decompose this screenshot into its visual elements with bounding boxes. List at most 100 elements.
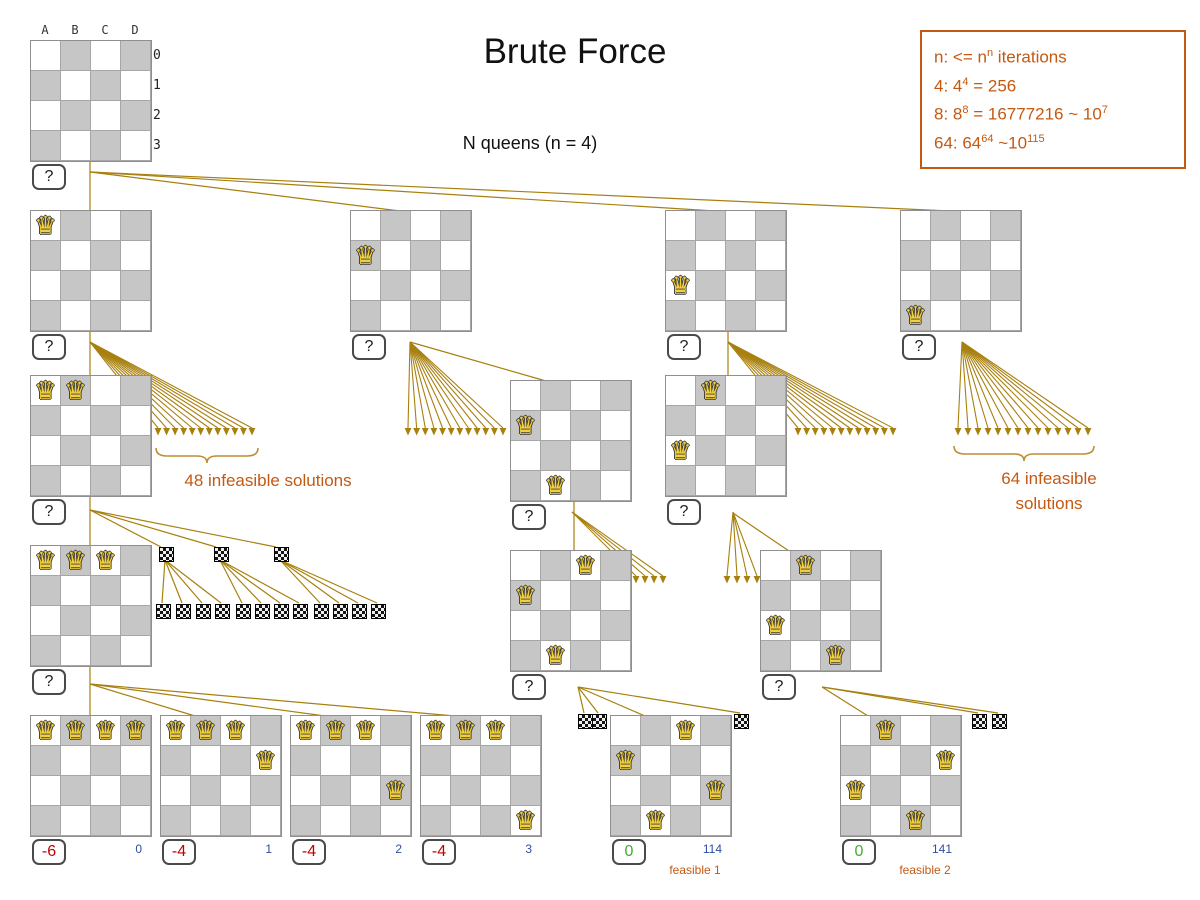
board-cell bbox=[851, 581, 881, 611]
board-cell bbox=[451, 776, 481, 806]
board-cell bbox=[666, 241, 696, 271]
board-cell bbox=[666, 406, 696, 436]
pruned-board-icon bbox=[734, 714, 749, 729]
feasible-label: feasible 1 bbox=[669, 863, 721, 877]
pruned-branch-arrowhead bbox=[154, 428, 162, 436]
board-cell bbox=[251, 716, 281, 746]
board-cell bbox=[121, 211, 151, 241]
board-cell: ♛ bbox=[381, 776, 411, 806]
board-cell bbox=[61, 776, 91, 806]
board-cell bbox=[761, 581, 791, 611]
queen-icon: ♛ bbox=[904, 301, 927, 330]
board-cell bbox=[91, 241, 121, 271]
board-cell bbox=[91, 131, 121, 161]
board-cell bbox=[696, 271, 726, 301]
pruned-branch-line bbox=[961, 341, 969, 429]
board-cell bbox=[121, 241, 151, 271]
pruned-branch-arrowhead bbox=[837, 428, 845, 436]
board-cell bbox=[571, 381, 601, 411]
chessboard-leaf-2: ♛♛♛♛ bbox=[290, 715, 412, 837]
pruned-branch-line bbox=[409, 341, 478, 429]
pruned-branch-arrowhead bbox=[499, 428, 507, 436]
board-cell bbox=[161, 746, 191, 776]
queen-icon: ♛ bbox=[34, 211, 57, 240]
pruned-board-icon bbox=[371, 604, 386, 619]
page-subtitle: N queens (n = 4) bbox=[462, 133, 598, 153]
board-cell bbox=[871, 806, 901, 836]
pruned-board-icon bbox=[274, 604, 289, 619]
board-cell bbox=[31, 746, 61, 776]
queen-icon: ♛ bbox=[384, 776, 407, 805]
pruned-branch-arrowhead bbox=[482, 428, 490, 436]
tree-edge bbox=[164, 559, 222, 604]
solution-index: 1 bbox=[265, 842, 272, 856]
board-cell bbox=[511, 611, 541, 641]
board-cell bbox=[351, 776, 381, 806]
board-cell bbox=[791, 581, 821, 611]
board-cell bbox=[961, 241, 991, 271]
board-cell bbox=[756, 436, 786, 466]
column-label: A bbox=[41, 23, 49, 37]
pruned-branch-line bbox=[409, 341, 469, 429]
queen-icon: ♛ bbox=[844, 776, 867, 805]
board-cell bbox=[191, 746, 221, 776]
row-label: 2 bbox=[153, 108, 161, 123]
board-cell bbox=[91, 301, 121, 331]
board-cell bbox=[901, 241, 931, 271]
board-cell: ♛ bbox=[666, 271, 696, 301]
board-cell: ♛ bbox=[161, 716, 191, 746]
unexplored-badge: ? bbox=[512, 504, 546, 530]
board-cell: ♛ bbox=[31, 376, 61, 406]
chessboard-d3-1: ♛♛♛ bbox=[30, 545, 152, 667]
board-cell bbox=[541, 581, 571, 611]
board-cell bbox=[31, 806, 61, 836]
board-cell bbox=[841, 716, 871, 746]
pruned-board-icon bbox=[578, 714, 593, 729]
pruned-branch-arrowhead bbox=[456, 428, 464, 436]
pruned-branch-arrowhead bbox=[650, 576, 658, 584]
pruned-branch-arrowhead bbox=[1074, 428, 1082, 436]
board-cell bbox=[121, 131, 151, 161]
tree-edge bbox=[89, 171, 951, 212]
board-cell bbox=[31, 241, 61, 271]
board-cell bbox=[756, 241, 786, 271]
note-infeasible-left: 48 infeasible solutions bbox=[184, 471, 352, 490]
board-cell bbox=[121, 41, 151, 71]
board-cell bbox=[511, 716, 541, 746]
tree-edge bbox=[279, 559, 321, 604]
board-cell bbox=[291, 776, 321, 806]
score-badge: -4 bbox=[292, 839, 326, 865]
score-badge: -4 bbox=[162, 839, 196, 865]
tree-edge bbox=[219, 559, 281, 604]
board-cell bbox=[726, 436, 756, 466]
board-cell: ♛ bbox=[61, 546, 91, 576]
board-cell: ♛ bbox=[31, 546, 61, 576]
board-cell: ♛ bbox=[696, 376, 726, 406]
board-cell bbox=[91, 101, 121, 131]
board-cell: ♛ bbox=[931, 746, 961, 776]
board-cell bbox=[541, 551, 571, 581]
board-cell bbox=[121, 636, 151, 666]
board-cell: ♛ bbox=[641, 806, 671, 836]
board-cell bbox=[756, 271, 786, 301]
board-cell bbox=[121, 436, 151, 466]
chessboard-d1-a0: ♛ bbox=[30, 210, 152, 332]
pruned-branch-arrowhead bbox=[811, 428, 819, 436]
board-cell bbox=[791, 611, 821, 641]
pruned-branch-arrowhead bbox=[413, 428, 421, 436]
queen-icon: ♛ bbox=[64, 716, 87, 745]
board-cell bbox=[601, 581, 631, 611]
board-cell bbox=[991, 271, 1021, 301]
board-cell bbox=[931, 776, 961, 806]
pruned-branch-arrowhead bbox=[880, 428, 888, 436]
board-cell bbox=[511, 746, 541, 776]
board-cell bbox=[121, 546, 151, 576]
board-cell bbox=[91, 466, 121, 496]
board-cell bbox=[841, 806, 871, 836]
pruned-branch-line bbox=[409, 341, 418, 429]
board-cell bbox=[451, 806, 481, 836]
board-cell bbox=[756, 406, 786, 436]
pruned-branch-arrowhead bbox=[197, 428, 205, 436]
board-cell bbox=[511, 776, 541, 806]
